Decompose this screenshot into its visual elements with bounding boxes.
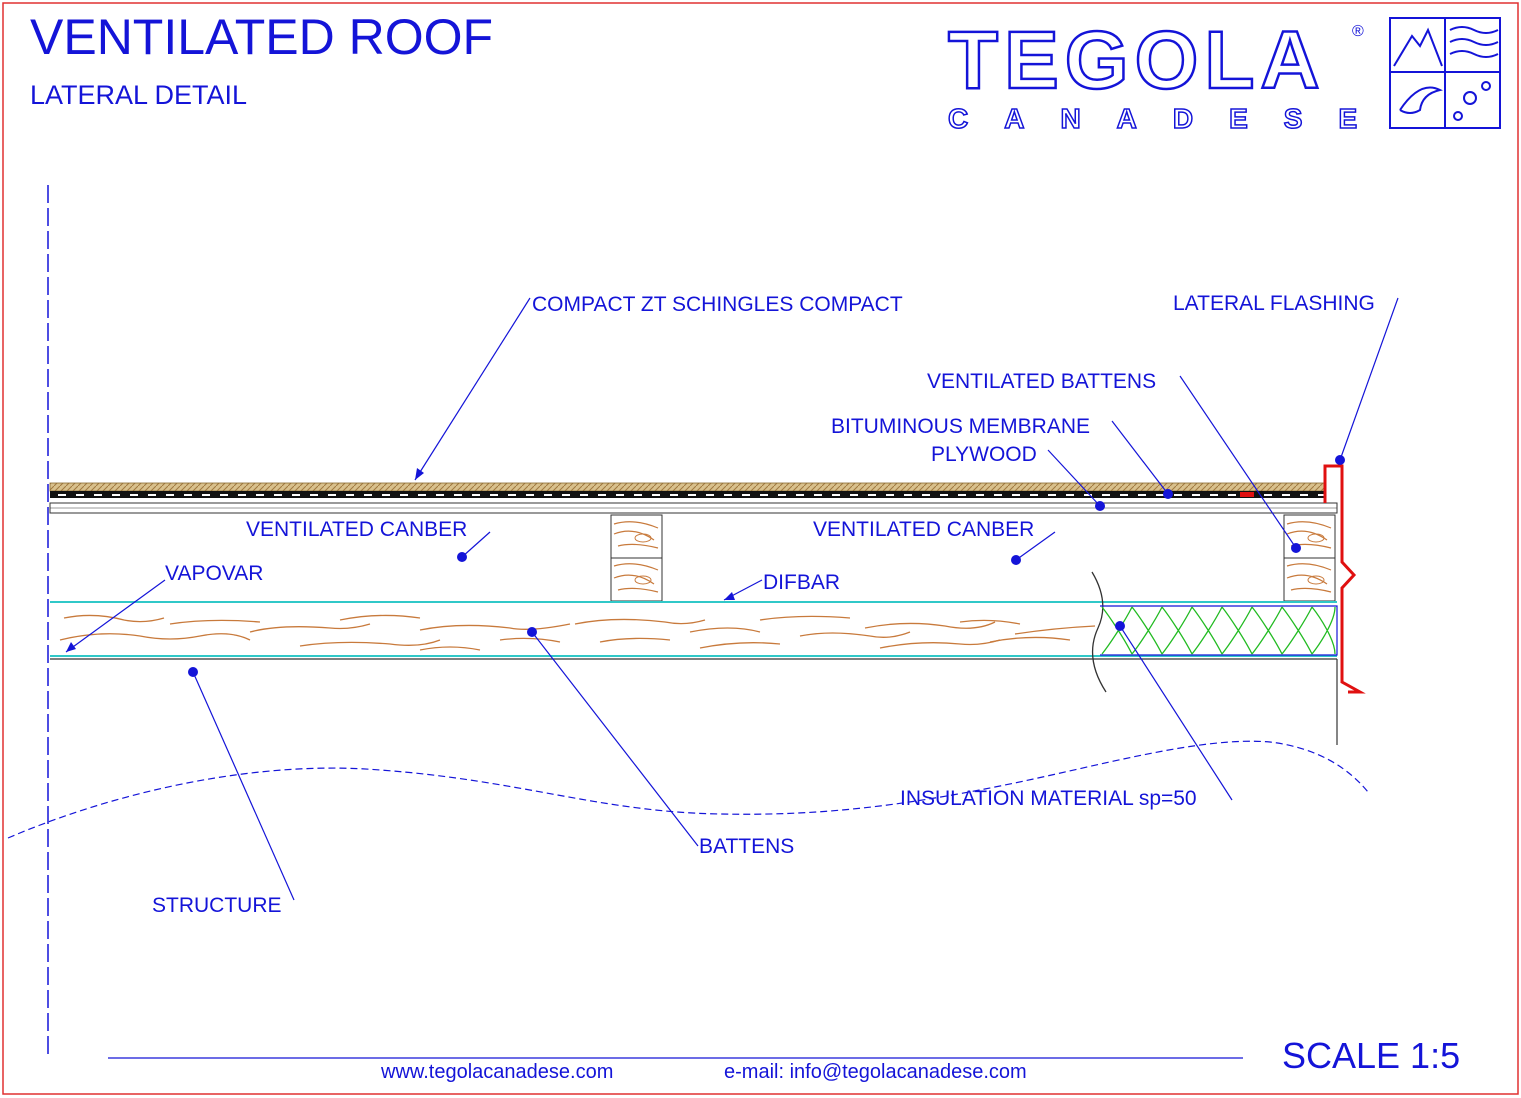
section-break-curve — [7, 740, 1369, 839]
email-link[interactable]: e-mail: info@tegolacanadese.com — [724, 1061, 1027, 1083]
leader-arrows — [66, 468, 735, 652]
logo-registered-mark: ® — [1352, 23, 1364, 40]
lateral-flashing — [1323, 464, 1366, 694]
ventilated-batten-edge — [1283, 514, 1336, 602]
callout-labels: COMPACT ZT SCHINGLES COMPACT LATERAL FLA… — [152, 292, 1375, 917]
label-lateral-flashing: LATERAL FLASHING — [1173, 292, 1375, 315]
logo-brand: TEGOLA — [948, 15, 1326, 106]
label-compact-shingles: COMPACT ZT SCHINGLES COMPACT — [532, 293, 903, 316]
website-link[interactable]: www.tegolacanadese.com — [381, 1061, 614, 1083]
label-ventilated-canber-right: VENTILATED CANBER — [813, 518, 1034, 541]
ventilated-batten-middle — [610, 514, 663, 602]
break-line — [1091, 571, 1107, 693]
label-vapovar: VAPOVAR — [165, 562, 263, 585]
label-bituminous-membrane: BITUMINOUS MEMBRANE — [831, 415, 1090, 438]
battens-wood-grain — [59, 614, 1096, 651]
shingles-layer — [49, 482, 1326, 492]
label-ventilated-battens: VENTILATED BATTENS — [927, 370, 1156, 393]
leader-dots — [188, 455, 1345, 677]
tegola-logo: TEGOLA ® CANADESE — [947, 14, 1501, 135]
scale-label: SCALE 1:5 — [1282, 1035, 1461, 1076]
membrane-overlap — [1240, 492, 1254, 497]
page-title: VENTILATED ROOF — [30, 9, 494, 65]
insulation-material — [1100, 605, 1338, 656]
logo-sub: CANADESE — [948, 103, 1393, 134]
label-ventilated-canber-left: VENTILATED CANBER — [246, 518, 467, 541]
label-battens: BATTENS — [699, 835, 794, 858]
label-structure: STRUCTURE — [152, 894, 282, 917]
leader-lines — [65, 297, 1399, 901]
label-difbar: DIFBAR — [763, 571, 840, 594]
page-subtitle: LATERAL DETAIL — [30, 80, 248, 110]
label-plywood: PLYWOOD — [931, 443, 1037, 466]
label-insulation: INSULATION MATERIAL sp=50 — [900, 787, 1197, 810]
logo-emblem-icon — [1389, 17, 1501, 129]
bituminous-membrane-layer — [50, 491, 1325, 498]
